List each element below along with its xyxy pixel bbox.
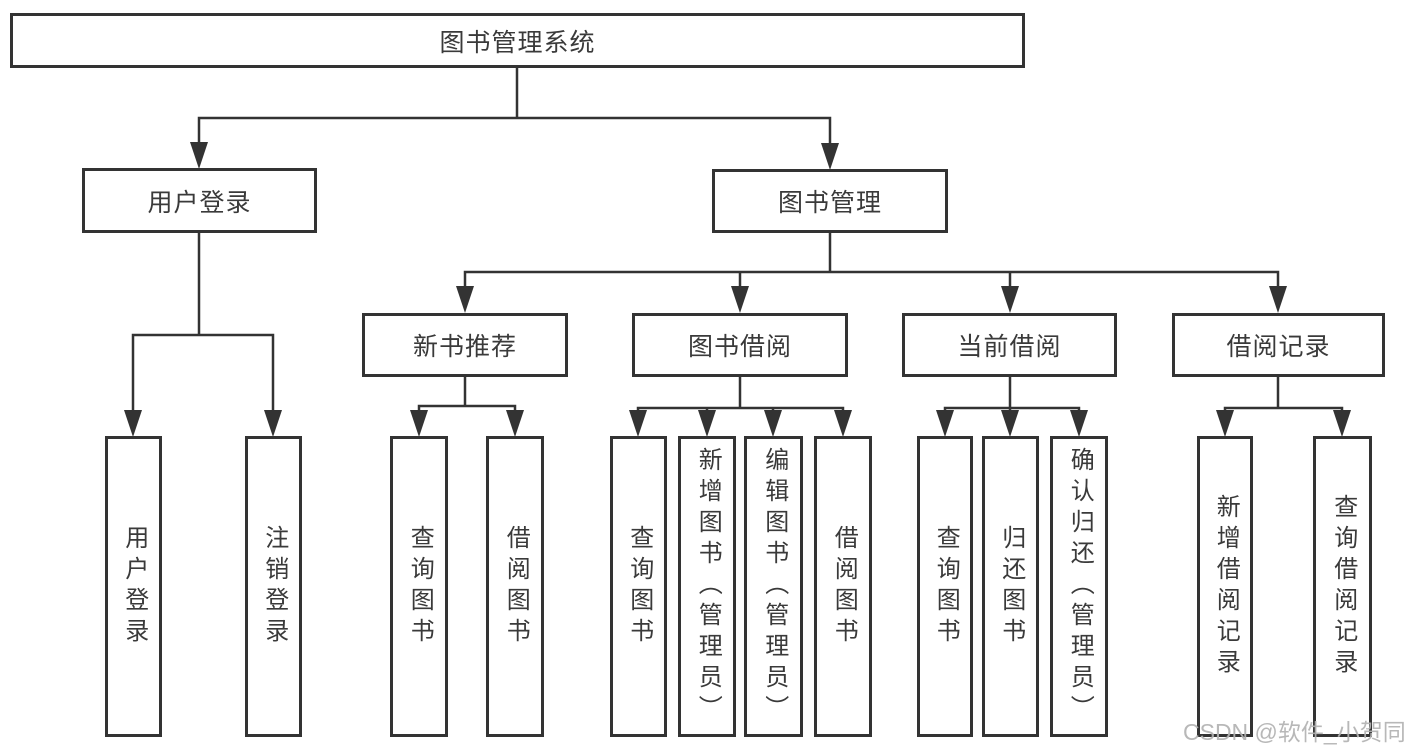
leaf-borrow-books-2: 借阅图书: [814, 436, 872, 737]
leaf-query-books-2: 查询图书: [610, 436, 667, 737]
leaf-logout: 注销登录: [245, 436, 302, 737]
node-current-borrow-label: 当前借阅: [957, 333, 1062, 361]
leaf-query-borrow-record-label: 查询借阅记录: [1329, 493, 1357, 680]
leaf-query-borrow-record: 查询借阅记录: [1313, 436, 1372, 737]
node-book-borrow: 图书借阅: [632, 313, 848, 377]
node-book-management: 图书管理: [712, 169, 948, 233]
node-new-book-recommend-label: 新书推荐: [412, 333, 517, 361]
node-root: 图书管理系统: [10, 13, 1025, 68]
node-current-borrow: 当前借阅: [902, 313, 1117, 377]
leaf-user-login-label: 用户登录: [120, 524, 148, 649]
leaf-add-book-admin-label: 新增图书（管理员）: [694, 447, 722, 726]
node-new-book-recommend: 新书推荐: [362, 313, 568, 377]
watermark: CSDN @软件_小贺同学: [1183, 719, 1405, 745]
leaf-add-borrow-record-label: 新增借阅记录: [1212, 493, 1240, 680]
leaf-confirm-return-admin-label: 确认归还（管理员）: [1066, 447, 1094, 726]
leaf-return-book-label: 归还图书: [997, 524, 1025, 649]
leaf-query-books-2-label: 查询图书: [625, 524, 653, 649]
leaf-query-books-3: 查询图书: [917, 436, 973, 737]
leaf-borrow-books-1-label: 借阅图书: [502, 524, 530, 649]
node-user-login-label: 用户登录: [147, 188, 252, 217]
leaf-edit-book-admin: 编辑图书（管理员）: [744, 436, 803, 737]
leaf-query-books-1-label: 查询图书: [406, 524, 434, 649]
leaf-add-borrow-record: 新增借阅记录: [1197, 436, 1253, 737]
leaf-query-books-1: 查询图书: [390, 436, 448, 737]
node-root-label: 图书管理系统: [439, 28, 596, 57]
leaf-add-book-admin: 新增图书（管理员）: [678, 436, 736, 737]
node-book-management-label: 图书管理: [777, 189, 882, 217]
leaf-query-books-3-label: 查询图书: [932, 524, 960, 649]
leaf-user-login: 用户登录: [105, 436, 162, 737]
leaf-return-book: 归还图书: [982, 436, 1039, 737]
node-borrow-records: 借阅记录: [1172, 313, 1385, 377]
node-user-login: 用户登录: [82, 168, 317, 233]
leaf-confirm-return-admin: 确认归还（管理员）: [1050, 436, 1108, 737]
leaf-edit-book-admin-label: 编辑图书（管理员）: [760, 447, 788, 726]
leaf-logout-label: 注销登录: [260, 524, 288, 649]
node-book-borrow-label: 图书借阅: [687, 333, 792, 361]
leaf-borrow-books-1: 借阅图书: [486, 436, 544, 737]
node-borrow-records-label: 借阅记录: [1226, 333, 1331, 361]
leaf-borrow-books-2-label: 借阅图书: [830, 524, 858, 649]
